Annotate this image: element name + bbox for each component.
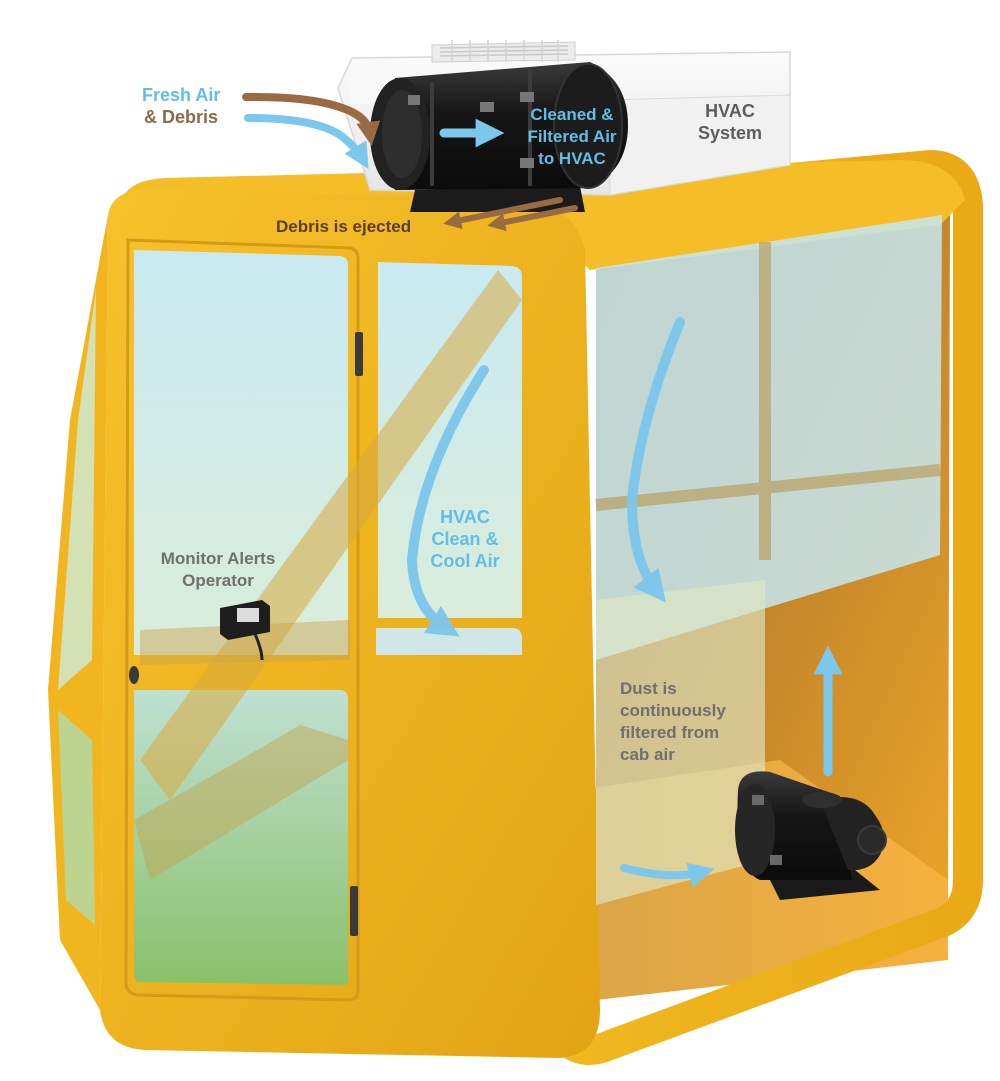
front-right-lower-glass [376,628,522,655]
label-debris-ejected: Debris is ejected [276,217,412,236]
precleaner-filter-icon [370,62,628,212]
debris-in-arrow [242,92,381,146]
label-cleaned-air: Cleaned & Filtered Air to HVAC [512,104,632,170]
door-hinge-bottom [350,886,358,936]
label-fresh-air-line2: & Debris [144,107,219,127]
label-dust-line2: continuously [620,701,726,720]
door-outline [124,238,360,1002]
label-fresh-air: Fresh Air [142,84,220,106]
label-hvac-system: HVAC System [690,100,770,144]
label-fresh-air-line1: Fresh Air [142,85,221,105]
label-hvac-clean-line2: Clean & [431,529,499,549]
label-hvac-line2: System [697,123,763,143]
cab-left-glass [58,290,96,690]
label-cleaned-line1: Cleaned & [530,105,614,124]
label-cleaned-line3: to HVAC [538,149,606,168]
label-debris: & Debris [144,106,218,128]
floor-air-arrow [620,862,715,888]
hvac-air-arrow-front [406,365,489,637]
airflow-arrows [242,92,843,888]
interior-lower-beam [134,725,348,880]
label-hvac-clean-line3: Cool Air [430,551,500,571]
label-monitor-line2: Operator [182,571,254,590]
monitor-device-icon [220,600,270,661]
recirculation-filter-icon [735,771,887,900]
hvac-fan-grille [431,40,576,63]
label-hvac-clean-line1: HVAC [440,507,490,527]
door-handle [129,666,139,684]
cab-left-glass-lower [58,710,95,925]
debris-out-arrow-1 [443,197,563,230]
debris-out-arrow-2 [487,205,578,232]
label-dust-line4: cab air [620,745,675,764]
label-monitor-alerts: Monitor Alerts Operator [148,548,288,592]
label-cleaned-line2: Filtered Air [527,127,617,146]
interior-cross-beam [140,620,350,665]
label-dust-filtered: Dust is continuously filtered from cab a… [620,678,726,766]
door-upper-glass [134,250,348,655]
label-dust-line3: filtered from [620,723,720,742]
label-hvac-clean-air: HVAC Clean & Cool Air [420,506,510,572]
cab-right-glass-frame [595,242,941,560]
cab-right-lower-glass [596,580,765,905]
interior-diagonal-beam [140,270,522,800]
label-dust-line1: Dust is [620,679,677,698]
hvac-air-arrow-side [626,317,685,603]
fresh-air-arrow [244,114,369,169]
label-hvac-line1: HVAC [705,101,755,121]
label-monitor-line1: Monitor Alerts [160,549,276,568]
door-hinge-top [355,332,363,376]
